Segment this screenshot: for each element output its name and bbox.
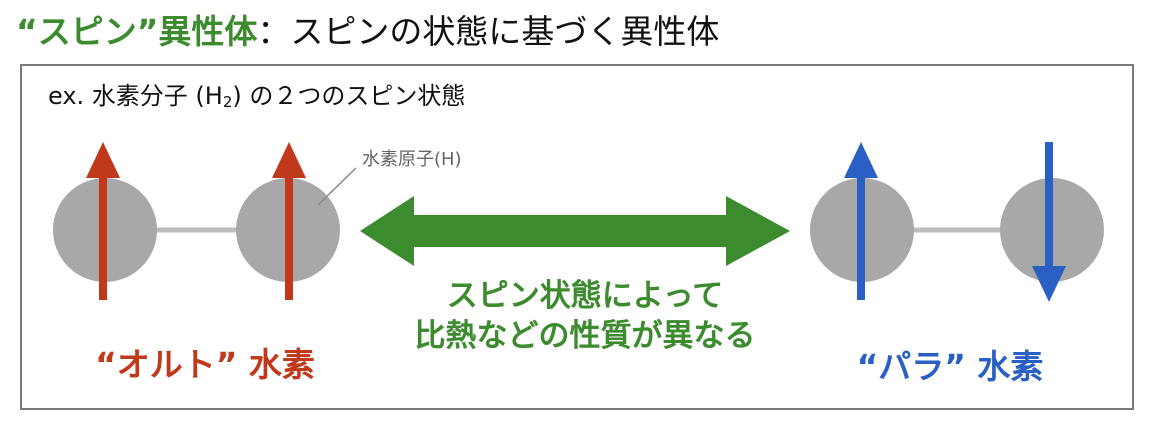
ortho-spin-up-left-icon [86, 142, 120, 300]
example-suffix: ) の２つのスピン状態 [232, 82, 466, 110]
example-caption: ex. 水素分子 (H2) の２つのスピン状態 [48, 80, 465, 118]
title-accent: “スピン”異性体 [16, 12, 258, 51]
ortho-label: “オルト” 水素 [95, 345, 315, 384]
title-rest: ：スピンの状態に基づく異性体 [257, 12, 720, 51]
para-spin-up-icon [844, 142, 878, 300]
atom-label: 水素原子(H) [362, 149, 462, 170]
center-description: スピン状態によって 比熱などの性質が異なる [380, 276, 790, 356]
example-prefix: ex. 水素分子 (H [48, 82, 223, 110]
double-arrow-icon [360, 196, 790, 266]
para-spin-down-icon [1032, 142, 1066, 302]
para-label: “パラ” 水素 [856, 347, 1044, 386]
center-line-2: 比熱などの性質が異なる [414, 318, 756, 354]
ortho-spin-up-right-icon [272, 142, 306, 300]
atom-label-leader [317, 167, 357, 206]
center-line-1: スピン状態によって [446, 278, 724, 314]
example-subscript: 2 [222, 93, 233, 111]
page-title: “スピン”異性体：スピンの状態に基づく異性体 [16, 8, 719, 56]
